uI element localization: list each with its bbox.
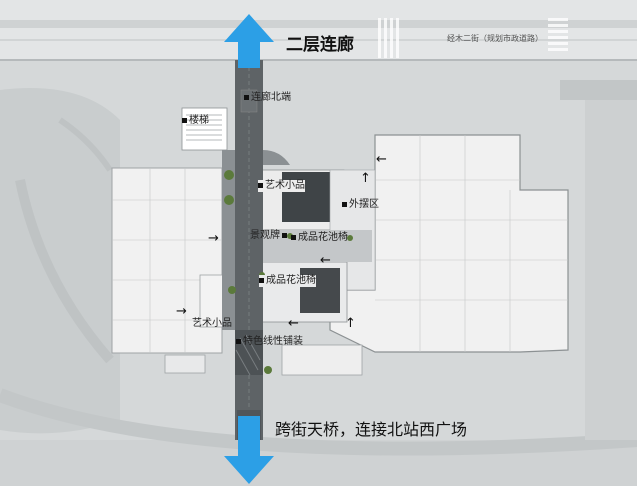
arrow-right-icon: →	[176, 304, 187, 319]
label-finished-planter-2: 成品花池椅	[259, 275, 316, 287]
corridor-title: 二层连廊	[286, 35, 354, 55]
label-outer-seating: 外摆区	[342, 199, 379, 211]
road-name: 经木二街（规划市政道路）	[447, 34, 543, 43]
arrow-down-icon	[224, 416, 274, 484]
arrow-left-icon: ←	[376, 152, 387, 167]
arrow-up-icon: ↑	[345, 316, 356, 331]
label-stairs: 楼梯	[182, 115, 209, 127]
arrow-right-icon: →	[208, 231, 219, 246]
label-finished-planter-1: 成品花池椅	[291, 232, 348, 244]
arrow-up-icon: ↑	[360, 171, 371, 186]
arrow-left-icon: ←	[288, 316, 299, 331]
label-art-piece-top: 艺术小品	[258, 180, 305, 192]
arrow-up-icon	[224, 14, 274, 68]
label-viewing-deck: 景观牌	[250, 230, 289, 242]
label-feature-paving: 特色线性铺装	[236, 336, 303, 348]
bridge-caption: 跨街天桥，连接北站西广场	[275, 420, 468, 439]
label-corridor-north-end: 连廊北端	[244, 92, 291, 104]
label-art-piece-left: 艺术小品	[192, 318, 232, 329]
arrow-left-icon: ←	[320, 253, 331, 268]
